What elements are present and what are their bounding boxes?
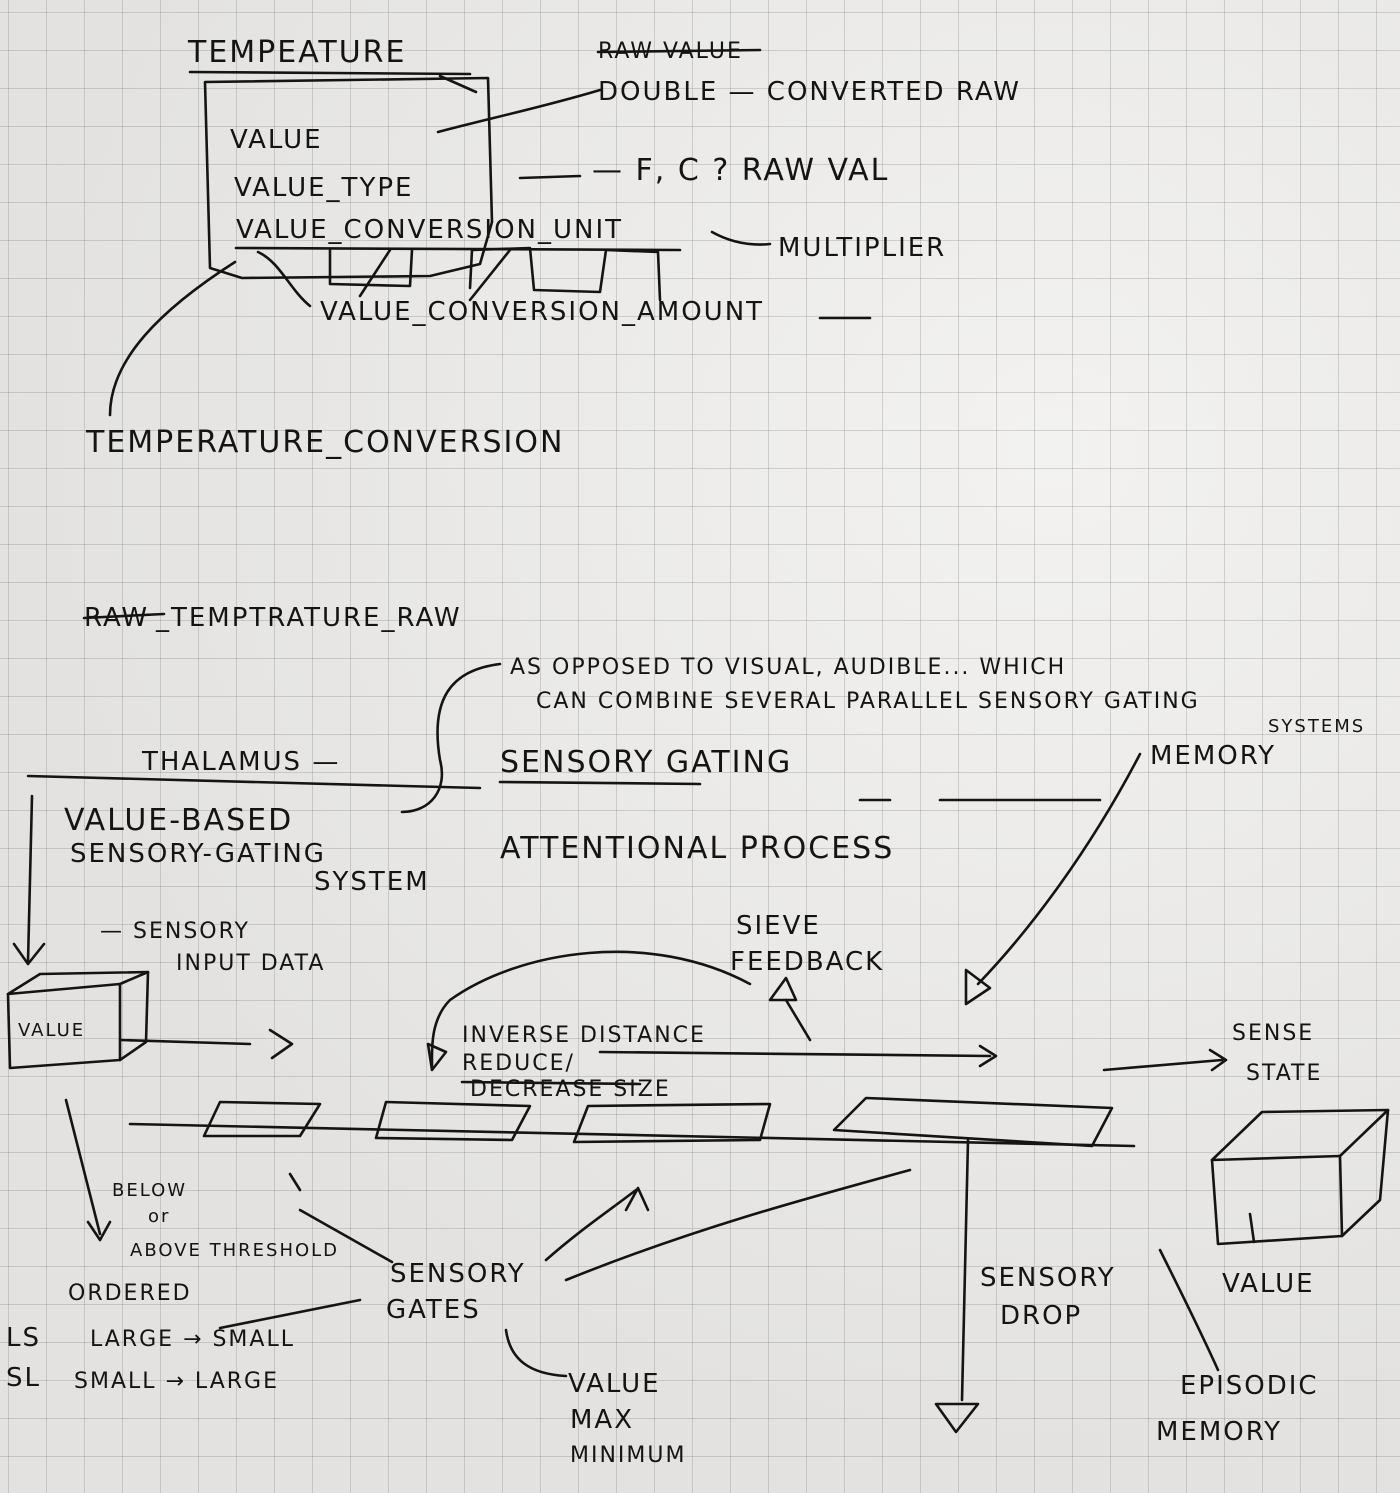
- value-cube-top: [8, 972, 148, 994]
- value-out-line: [120, 1040, 250, 1044]
- gate-tick-1: [290, 1174, 300, 1190]
- sieve-2: FEEDBACK: [730, 947, 884, 977]
- sensory-gates-1: SENSORY: [390, 1259, 526, 1289]
- sensory-gating-system-2: SYSTEM: [314, 867, 430, 897]
- reduce: REDUCE/: [462, 1051, 575, 1076]
- value-cube-side: [120, 972, 148, 1060]
- field-value: VALUE: [230, 125, 323, 155]
- conversion-amount: VALUE_CONVERSION_AMOUNT: [320, 297, 764, 327]
- sieve-layer-1: [204, 1102, 320, 1136]
- episodic-2: MEMORY: [1156, 1417, 1282, 1447]
- sensory-gating-system-1: SENSORY-GATING: [70, 839, 326, 869]
- note-line-1: AS OPPOSED TO VISUAL, AUDIBLE... WHICH: [510, 655, 1066, 680]
- gate-link-up: [546, 1190, 636, 1260]
- type-note: — F, C ? RAW VAL: [592, 153, 889, 188]
- entity-title: TEMPEATURE: [187, 35, 407, 70]
- sensory-drop-2: DROP: [1000, 1301, 1082, 1331]
- conversion-table-leader: [110, 262, 235, 415]
- entity-title-underline: [190, 72, 470, 74]
- state-cube-top: [1212, 1110, 1388, 1160]
- memory-arrow-line: [978, 754, 1140, 984]
- gate-value: VALUE: [568, 1369, 661, 1399]
- sieve-layer-4: [834, 1098, 1112, 1146]
- or: or: [148, 1206, 170, 1227]
- sense-state-2: STATE: [1246, 1061, 1322, 1086]
- main-flow-line: [600, 1052, 990, 1056]
- sieve-up-arrowhead: [770, 978, 796, 1000]
- state-cube-front: [1212, 1156, 1342, 1244]
- sieve-feedback-loop: [432, 952, 750, 1066]
- value-note: DOUBLE — CONVERTED RAW: [598, 77, 1021, 107]
- episodic-leader: [1160, 1250, 1218, 1370]
- sense-state-1: SENSE: [1232, 1021, 1314, 1046]
- gate-value-leader: [506, 1330, 566, 1376]
- unit-note-leader: [712, 232, 770, 245]
- gate-max: MAX: [570, 1405, 634, 1435]
- value-note-leader: [438, 90, 600, 132]
- connector-diagonal-1: [360, 250, 390, 296]
- raw-line-rest: _TEMPTRATURE_RAW: [155, 603, 462, 633]
- inverse-distance: INVERSE DISTANCE: [462, 1023, 706, 1048]
- left-flow-line: [28, 796, 32, 962]
- state-cube-side: [1342, 1110, 1388, 1236]
- sensory-drop-line: [962, 1140, 968, 1400]
- sensory-gating-underline: [500, 782, 700, 784]
- ls-code: LS: [6, 1323, 41, 1353]
- gate-min: MINIMUM: [570, 1443, 686, 1468]
- sl-text: SMALL → LARGE: [74, 1369, 279, 1394]
- state-cube-stem: [1250, 1214, 1254, 1242]
- sense-state-line: [1104, 1060, 1222, 1070]
- conversion-table: TEMPERATURE_CONVERSION: [85, 425, 564, 460]
- thalamus: THALAMUS —: [141, 747, 340, 777]
- sensory-input-2: INPUT DATA: [176, 951, 325, 976]
- sensory-gating: SENSORY GATING: [500, 745, 792, 780]
- sensory-gates-2: GATES: [386, 1295, 481, 1325]
- sieve-1: SIEVE: [736, 911, 821, 941]
- gate-link-right: [566, 1170, 910, 1280]
- value-based: VALUE-BASED: [64, 803, 293, 838]
- sieve-layer-2: [376, 1102, 530, 1140]
- field-conversion-unit: VALUE_CONVERSION_UNIT: [236, 215, 623, 245]
- thalamus-rule: [28, 776, 480, 788]
- note-line-3: SYSTEMS: [1268, 716, 1365, 737]
- value-box-label: VALUE: [18, 1020, 85, 1041]
- sl-code: SL: [6, 1363, 41, 1393]
- sieve-up-line: [786, 1000, 810, 1040]
- connector-diagonal-2: [470, 250, 510, 300]
- conversion-unit-note: MULTIPLIER: [778, 233, 946, 263]
- type-note-leader: [520, 176, 580, 178]
- sensory-input-1: — SENSORY: [100, 919, 250, 944]
- gate-up-arrowhead: [626, 1188, 648, 1210]
- sensory-drop-arrowhead: [936, 1404, 978, 1432]
- ls-text: LARGE → SMALL: [90, 1327, 295, 1352]
- above-threshold: ABOVE THRESHOLD: [130, 1240, 339, 1261]
- threshold-line: [66, 1100, 100, 1234]
- decrease-size: DECREASE SIZE: [470, 1077, 671, 1102]
- value-out-arrowhead: [270, 1030, 292, 1058]
- field-value-type: VALUE_TYPE: [234, 173, 413, 203]
- episodic-1: EPISODIC: [1180, 1371, 1319, 1401]
- below: BELOW: [112, 1180, 187, 1201]
- attentional-process: ATTENTIONAL PROCESS: [500, 831, 894, 866]
- ordered: ORDERED: [68, 1281, 192, 1306]
- connector-loop-2: [470, 248, 660, 300]
- sensory-drop-1: SENSORY: [980, 1263, 1116, 1293]
- state-value: VALUE: [1222, 1269, 1315, 1299]
- note-line-2: CAN COMBINE SEVERAL PARALLEL SENSORY GAT…: [536, 689, 1200, 714]
- note-leader: [402, 664, 500, 812]
- gate-order-line: [220, 1300, 360, 1328]
- sieve-feedback-arrowhead: [428, 1044, 446, 1070]
- memory: MEMORY: [1150, 741, 1276, 771]
